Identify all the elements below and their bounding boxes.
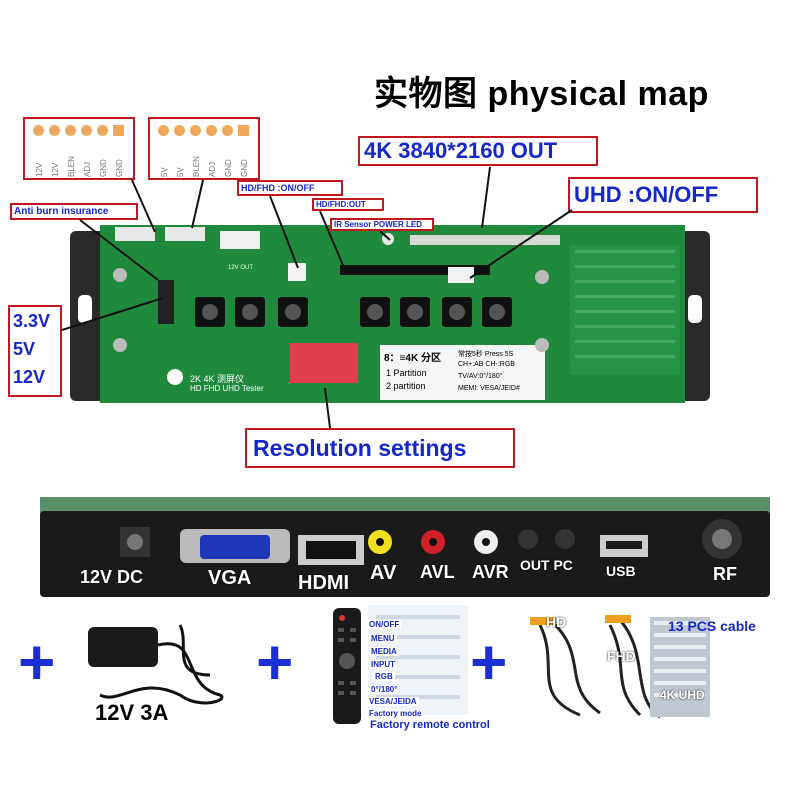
board-logo-cn: 2K 4K 测屏仪: [190, 374, 245, 384]
callout-uhd: UHD :ON/OFF: [568, 177, 758, 213]
remote-btn-menu: MENU: [369, 634, 397, 643]
port-vga: VGA: [208, 567, 252, 589]
remote-btn-rotate: 0°/180°: [369, 685, 400, 694]
voltage-12v: 12V: [13, 367, 46, 387]
remote-btn-rgb: RGB: [373, 672, 395, 681]
rear-panel-photo: [40, 497, 770, 597]
page-title: 实物图 physical map: [374, 75, 709, 113]
port-out-pc: OUT PC: [520, 557, 573, 573]
port-av: AV: [370, 562, 397, 584]
remote-btn-input: INPUT: [369, 660, 397, 669]
remote-btn-onoff: ON/OFF: [367, 620, 402, 629]
port-12v-dc: 12V DC: [80, 567, 144, 587]
callout-ir-sensor: IR Sensor POWER LED: [330, 218, 434, 231]
partition-2: 2 partition: [386, 381, 426, 391]
callout-voltages: 3.3V 5V 12V: [8, 305, 62, 397]
cable-fhd-label: FHD: [607, 648, 636, 664]
cable-hd-label: HD: [546, 614, 567, 630]
callout-resolution: Resolution settings: [245, 428, 515, 468]
remote-photo: [333, 608, 361, 724]
remote-btn-vesa: VESA/JEIDA: [367, 697, 419, 706]
plus-icon: +: [256, 626, 294, 698]
board-label-12v-out: 12V OUT: [228, 265, 254, 271]
circuit-board-photo: [70, 225, 710, 403]
pin-header-left-box: 12V 12V BLEN ADJ GND GND: [23, 117, 135, 180]
resolution-note: 8：≡4K 分区: [384, 353, 441, 364]
tvav-note: TV/AV:0°/180°: [458, 373, 503, 380]
board-logo-en: HD FHD UHD Tester: [190, 384, 264, 393]
remote-btn-media: MEDIA: [369, 647, 399, 656]
pin-header-right-box: 5V 5V BLEN ADJ GND GND: [148, 117, 260, 180]
callout-anti-burn: Anti burn insurance: [10, 203, 138, 220]
callout-hd-fhd-onoff: HD/FHD :ON/OFF: [237, 180, 343, 196]
voltage-5v: 5V: [13, 339, 36, 359]
remote-btn-factory: Factory mode: [367, 709, 424, 718]
port-rf: RF: [713, 564, 737, 584]
callout-hd-fhd-out: HD/FHD:OUT: [312, 198, 384, 211]
power-adapter-photo: [88, 624, 224, 705]
cables-photo: [530, 615, 710, 719]
remote-label: Factory remote control: [370, 719, 490, 731]
callout-4k-out: 4K 3840*2160 OUT: [358, 136, 598, 166]
port-usb: USB: [606, 563, 636, 579]
port-avl: AVL: [420, 562, 455, 582]
cable-count-label: 13 PCS cable: [668, 618, 756, 634]
port-avr: AVR: [472, 562, 509, 582]
plus-icon: +: [18, 626, 56, 698]
cable-4k-label: 4K UHD: [660, 688, 705, 702]
power-label: 12V 3A: [95, 700, 169, 725]
press-note: 常按5秒 Press 5S: [458, 351, 514, 358]
partition-1: 1 Partition: [386, 368, 427, 378]
plus-icon: +: [470, 626, 508, 698]
memi-note: MEMI: VESA/JEID#: [458, 385, 520, 392]
voltage-3v3: 3.3V: [13, 311, 51, 331]
port-hdmi: HDMI: [298, 572, 350, 594]
ch-note: CH+:AB CH-:RGB: [458, 361, 515, 368]
